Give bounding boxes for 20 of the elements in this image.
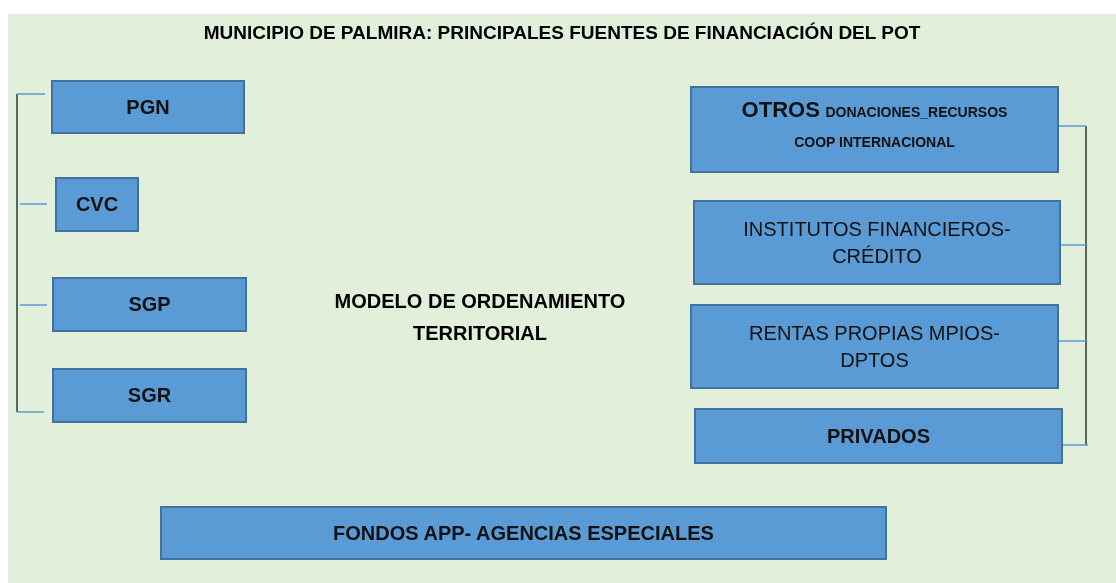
source-box: [693, 200, 1061, 285]
source-box: [52, 277, 247, 332]
source-box: [51, 80, 245, 134]
box-text: SGP: [127, 292, 172, 317]
box-text: PRIVADOS: [826, 423, 931, 449]
source-box: [690, 304, 1059, 389]
source-box: [55, 177, 139, 232]
box-text: CVC: [74, 192, 120, 217]
box-text: PGN: [125, 94, 171, 120]
box-text: OTROS DONACIONES_RECURSOS COOP INTERNACIONAL: [740, 96, 1009, 152]
box-text: RENTAS PROPIAS MPIOS- DPTOS: [748, 320, 1001, 373]
box-text: SGR: [126, 383, 173, 408]
box-text: INSTITUTOS FINANCIEROS- CRÉDITO: [742, 216, 1012, 269]
source-box: [694, 408, 1063, 464]
source-box: [52, 368, 247, 423]
box-text: FONDOS APP- AGENCIAS ESPECIALES: [332, 520, 715, 546]
title: MUNICIPIO DE PALMIRA: PRINCIPALES FUENTES DE FINANCIACIÓN DEL POT: [202, 22, 922, 44]
center-label: MODELO DE ORDENAMIENTO TERRITORIAL: [333, 289, 627, 346]
source-box: [160, 506, 887, 560]
source-box: [690, 86, 1059, 173]
